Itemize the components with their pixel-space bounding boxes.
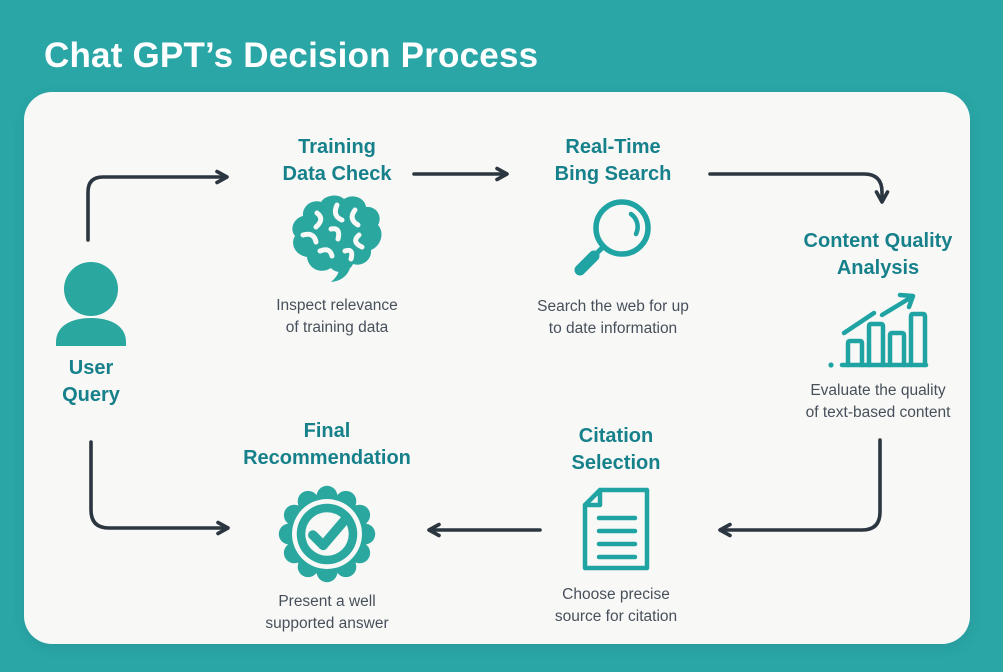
user-icon (56, 262, 126, 346)
page-title: Chat GPT’s Decision Process (44, 36, 539, 75)
node-description: Evaluate the quality of text-based conte… (805, 382, 951, 421)
node-training-data-check: Training Data Check Inspect relevance of… (237, 134, 437, 339)
node-description: Choose precise source for citation (554, 586, 678, 625)
node-title: Final Recommendation (243, 420, 411, 469)
badge-check-icon (278, 485, 376, 583)
magnifier-icon (574, 199, 651, 276)
bar-chart-growth-icon (828, 292, 929, 368)
brain-icon (292, 195, 382, 282)
node-title: Real-Time Bing Search (554, 136, 672, 185)
node-citation-selection: Citation Selection Choose precise source… (516, 423, 716, 628)
node-description: Present a well supported answer (265, 593, 389, 632)
node-description: Search the web for up to date informatio… (537, 298, 689, 337)
node-description: Inspect relevance of training data (276, 297, 398, 336)
node-title: Training Data Check (282, 136, 392, 185)
node-content-quality-analysis: Content Quality Analysis Evaluate the qu… (780, 228, 976, 424)
node-real-time-bing-search: Real-Time Bing Search Search the web for… (505, 134, 721, 340)
node-title: Content Quality Analysis (803, 230, 953, 279)
document-icon (582, 487, 650, 571)
node-title: Citation Selection (571, 425, 661, 474)
node-final-recommendation: Final Recommendation Present a well supp… (212, 418, 442, 635)
node-user-query: User Query (36, 262, 146, 409)
node-title: User Query (62, 357, 120, 406)
